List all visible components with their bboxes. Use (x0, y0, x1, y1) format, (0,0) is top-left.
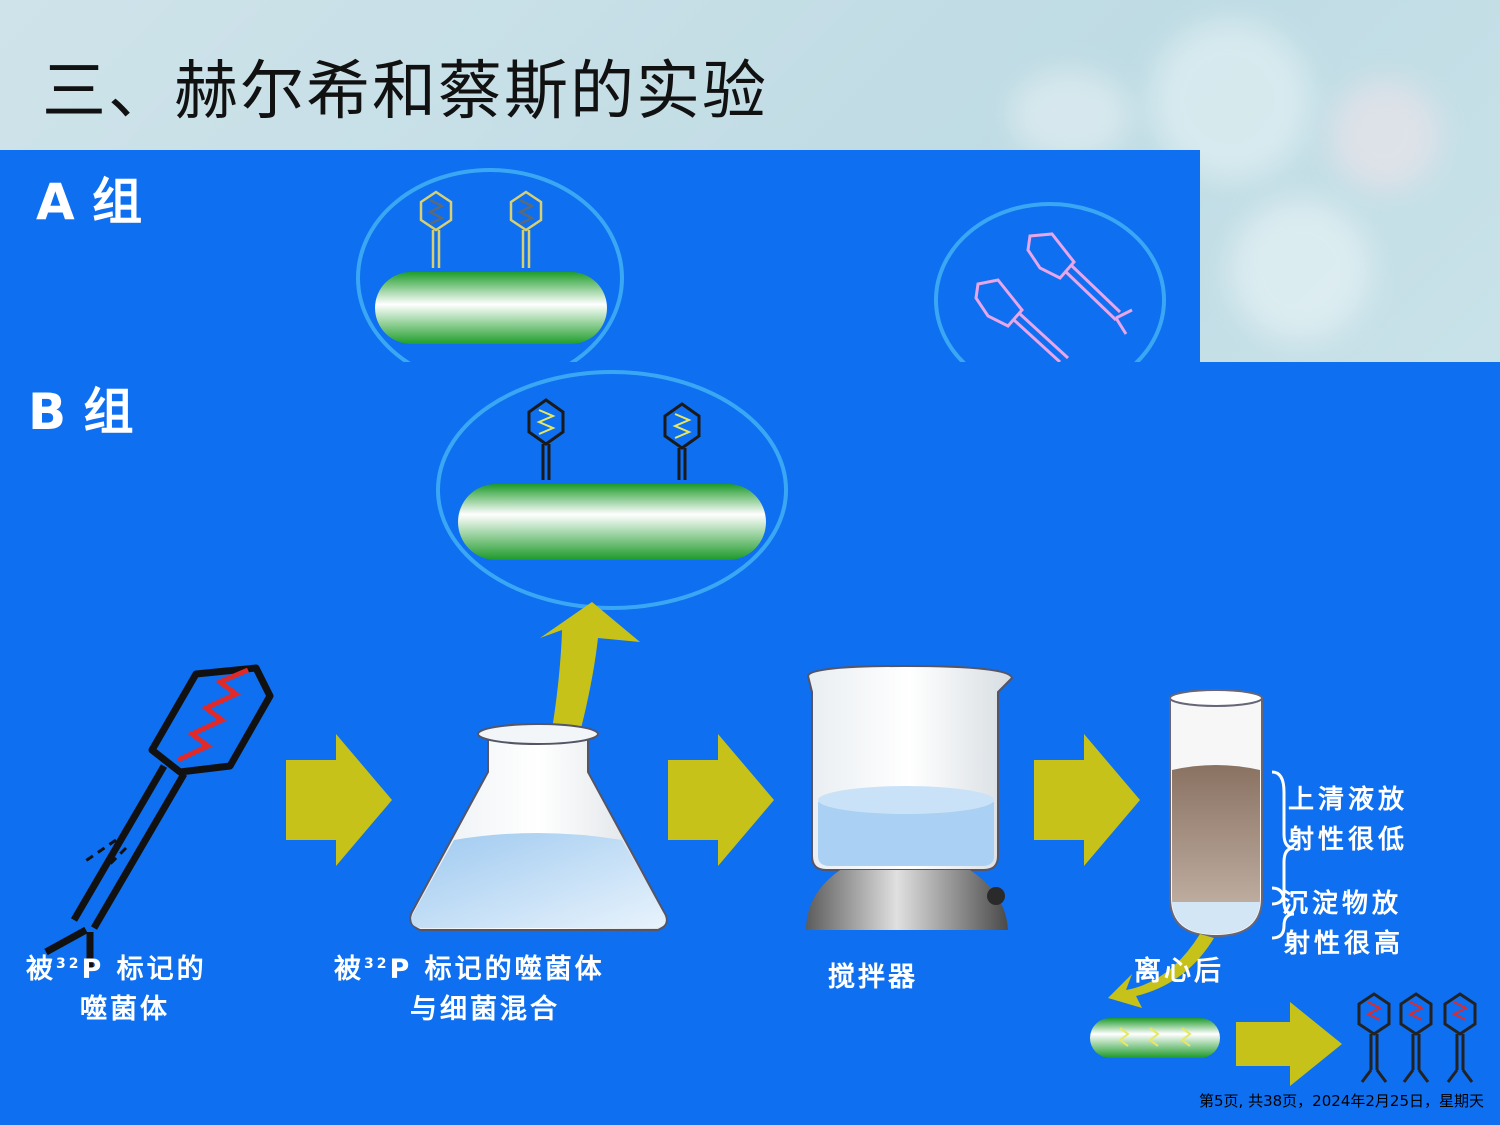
phage-icon (419, 190, 453, 268)
step3-caption: 搅拌器 (828, 961, 918, 993)
phage-icon (1026, 232, 1133, 335)
background-bubble (1230, 200, 1370, 340)
step-arrow (1034, 734, 1140, 866)
step1-caption-line2: 噬菌体 (80, 994, 170, 1025)
sediment-label-line2: 射性很高 (1283, 928, 1404, 959)
curved-arrow (1108, 934, 1214, 1008)
stirrer (806, 664, 1014, 930)
step2-caption-line1: 被32P 标记的噬菌体 (334, 953, 605, 985)
group-a-diagram (356, 168, 1166, 362)
step2-caption-line2: 与细菌混合 (410, 993, 560, 1025)
supernatant-label-line1: 上清液放 (1288, 784, 1408, 815)
phage-icon (509, 190, 543, 268)
offspring-phage-icon (1357, 992, 1391, 1083)
step-arrow (286, 734, 392, 866)
offspring-phage-icon (1443, 992, 1477, 1083)
step-arrow (1236, 1002, 1342, 1086)
group-b-diagram: 被32P 标记的 噬菌体 被32P 标记的噬菌体 与细菌混合 搅拌器 离心后 上… (26, 370, 1477, 1086)
magnify-ring (356, 168, 624, 362)
background-bubble (1010, 70, 1130, 160)
offspring-phage-icon (1399, 992, 1433, 1083)
brace (1271, 886, 1295, 940)
group-b-label: B 组 (28, 383, 134, 441)
sediment-label-line1: 沉淀物放 (1282, 888, 1402, 919)
labeled-phage-icon (44, 664, 274, 968)
infected-bacterium (1090, 1018, 1220, 1058)
flask (409, 723, 668, 931)
magnify-ring (436, 370, 788, 610)
step-arrow (668, 734, 774, 866)
group-a-panel: A 组 (0, 150, 1200, 362)
supernatant-label-line2: 射性很低 (1287, 825, 1408, 855)
phage-icon (974, 278, 1070, 362)
step1-caption-line1: 被32P 标记的 (26, 953, 207, 985)
bacterium (375, 272, 607, 344)
bacterium (458, 484, 766, 560)
background-bubble (1330, 80, 1440, 190)
centrifuge-tube (1169, 689, 1263, 938)
phage-icon (663, 402, 701, 480)
magnify-ring (934, 202, 1166, 362)
step4-caption: 离心后 (1134, 955, 1224, 987)
group-b-panel: B 组 (0, 362, 1500, 1125)
group-a-label: A 组 (36, 173, 143, 231)
phage-icon (527, 398, 565, 480)
slide-footer: 第5页, 共38页，2024年2月25日，星期天 (1199, 1092, 1484, 1110)
slide-title: 三、赫尔希和蔡斯的实验 (42, 55, 768, 129)
